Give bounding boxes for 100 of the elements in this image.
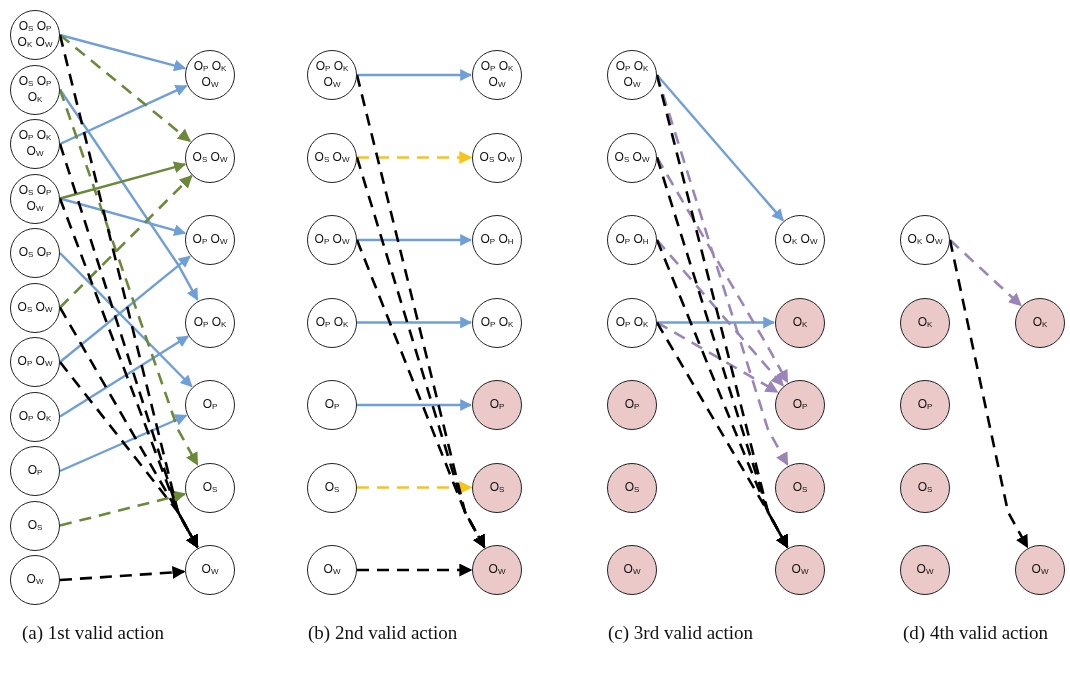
- arrow: [59, 252, 193, 388]
- state-circle: [607, 50, 657, 100]
- state-label: O$_{P}$ O$_{H}$: [614, 232, 650, 248]
- state-label: O$_{P}$ O$_{H}$: [479, 232, 515, 248]
- state-circle: [472, 380, 522, 430]
- state-circle: [185, 297, 235, 348]
- state-circle: [307, 462, 357, 513]
- state-label: O$_{P}$: [791, 397, 809, 413]
- state-label: O$_{P}$: [323, 397, 341, 413]
- state-circle: [900, 215, 950, 265]
- state-circle: [607, 462, 657, 513]
- arrow: [357, 234, 473, 246]
- arrow: [357, 481, 473, 494]
- state-label: O$_{K}$: [791, 314, 809, 331]
- state-label: O$_{S}$: [488, 479, 506, 496]
- state-circle: [472, 297, 522, 348]
- state-circle: [607, 215, 657, 265]
- state-circle: [307, 215, 357, 265]
- state-label: O$_{S}$ O$_{P}$ O$_{K}$ O$_{W}$: [16, 19, 54, 51]
- state-label: O$_{P}$: [623, 397, 641, 413]
- state-label: O$_{S}$: [791, 479, 809, 496]
- state-label: O$_{S}$: [623, 479, 641, 496]
- state-circle: [10, 500, 60, 551]
- state-label: O$_{W}$: [487, 562, 507, 578]
- state-label: O$_{P}$ O$_{K}$ O$_{W}$: [314, 59, 350, 91]
- state-label: O$_{W}$: [915, 562, 935, 578]
- panel-caption: (c) 3rd valid action: [608, 621, 754, 645]
- state-circle: [307, 380, 357, 430]
- state-label: O$_{P}$ O$_{W}$: [313, 232, 351, 248]
- state-label: O$_{S}$: [201, 479, 219, 496]
- state-label: O$_{P}$ O$_{W}$: [16, 354, 54, 370]
- arrow: [59, 490, 187, 527]
- state-circle: [472, 132, 522, 183]
- state-circle: [775, 462, 825, 513]
- state-circle: [10, 228, 60, 278]
- arrow: [357, 151, 473, 164]
- arrow: [656, 239, 784, 387]
- state-circle: [472, 545, 522, 595]
- state-circle: [607, 132, 657, 183]
- state-circle: [10, 10, 60, 60]
- state-label: O$_{W}$: [200, 562, 220, 578]
- state-label: O$_{P}$ O$_{K}$ O$_{W}$: [17, 128, 53, 160]
- arrow: [656, 74, 784, 222]
- state-label: O$_{S}$ O$_{P}$ O$_{K}$: [17, 73, 53, 106]
- arrow: [59, 34, 191, 143]
- state-circle: [1015, 298, 1065, 348]
- state-circle: [607, 297, 657, 348]
- arrow: [655, 74, 789, 466]
- state-label: O$_{S}$ O$_{W}$: [16, 299, 54, 316]
- arrow: [59, 161, 187, 200]
- state-label: O$_{W}$: [322, 562, 342, 578]
- state-circle: [900, 545, 950, 595]
- state-circle: [10, 555, 60, 605]
- state-label: O$_{K}$: [916, 314, 934, 331]
- arrow: [655, 157, 789, 549]
- state-circle: [10, 173, 60, 224]
- arrow: [58, 89, 199, 466]
- state-circle: [1015, 545, 1065, 595]
- arrow: [59, 33, 187, 72]
- state-circle: [185, 380, 235, 430]
- state-circle: [775, 380, 825, 430]
- arrow: [59, 414, 188, 473]
- state-circle: [900, 462, 950, 513]
- state-label: O$_{P}$ O$_{K}$: [614, 314, 650, 331]
- state-label: O$_{P}$ O$_{K}$: [314, 314, 350, 331]
- arrow: [355, 157, 486, 549]
- arrow: [59, 255, 191, 363]
- arrow: [59, 84, 188, 146]
- state-label: O$_{S}$ O$_{W}$: [613, 149, 651, 166]
- state-label: O$_{W}$: [1030, 562, 1050, 578]
- state-label: O$_{S}$ O$_{W}$: [313, 149, 351, 166]
- state-label: O$_{S}$ O$_{W}$: [191, 149, 229, 166]
- state-label: O$_{P}$ O$_{K}$: [17, 408, 53, 425]
- state-circle: [307, 50, 357, 100]
- arrow: [949, 239, 1022, 307]
- state-label: O$_{S}$: [26, 517, 44, 534]
- state-label: O$_{P}$ O$_{K}$ O$_{W}$: [479, 59, 515, 91]
- state-label: O$_{P}$: [26, 463, 44, 479]
- state-label: O$_{P}$: [201, 397, 219, 413]
- state-label: O$_{W}$: [25, 572, 45, 588]
- state-circle: [607, 380, 657, 430]
- state-label: O$_{K}$ O$_{W}$: [906, 232, 944, 248]
- state-circle: [307, 297, 357, 348]
- state-circle: [775, 215, 825, 265]
- state-circle: [472, 462, 522, 513]
- state-label: O$_{S}$: [916, 479, 934, 496]
- arrow: [58, 361, 199, 549]
- arrow: [357, 399, 473, 411]
- state-label: O$_{W}$: [622, 562, 642, 578]
- state-label: O$_{P}$ O$_{K}$: [192, 314, 228, 331]
- state-circle: [185, 462, 235, 513]
- arrow: [59, 566, 186, 582]
- state-circle: [307, 132, 357, 183]
- state-label: O$_{S}$: [323, 479, 341, 496]
- arrow: [656, 321, 779, 394]
- state-label: O$_{S}$ O$_{P}$: [17, 245, 53, 261]
- arrow: [59, 197, 187, 236]
- state-circle: [775, 545, 825, 595]
- state-circle: [607, 545, 657, 595]
- state-circle: [472, 50, 522, 100]
